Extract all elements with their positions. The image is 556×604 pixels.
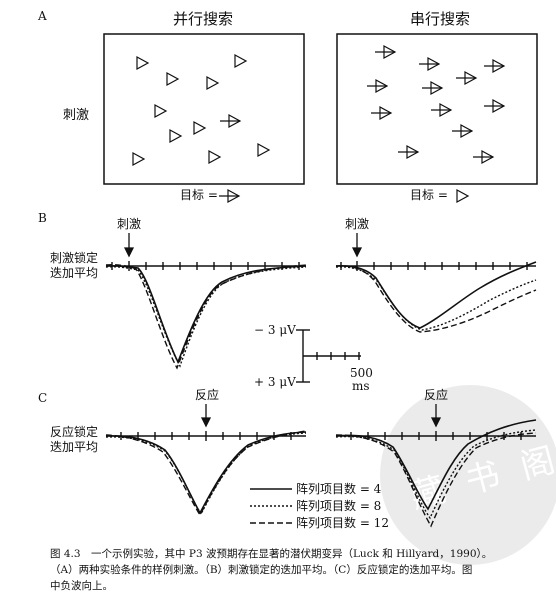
distractor-crossed-triangle: [472, 150, 494, 164]
distractor-triangle: [169, 129, 182, 143]
distractor-crossed-triangle: [366, 79, 388, 93]
distractor-crossed-triangle: [483, 59, 505, 73]
scale-top-label: − 3 μV: [254, 323, 296, 337]
stim-locked-label-1: 刺激锁定: [50, 251, 99, 265]
legend-label-12: 阵列项目数 = 12: [296, 516, 389, 530]
distractor-triangle: [257, 143, 270, 157]
title-parallel: 并行搜索: [173, 10, 234, 28]
serial-items: [366, 45, 505, 164]
caption-line-3: 中负波向上。: [50, 580, 113, 592]
waveforms-c-right: [335, 419, 537, 528]
title-serial: 串行搜索: [410, 10, 471, 28]
target-label-left: 目标 =: [180, 188, 218, 202]
distractor-crossed-triangle: [370, 106, 392, 120]
figure-caption: 图 4.3 一个示例实验，其中 P3 波预期存在显著的潜伏期变异（Luck 和 …: [50, 546, 550, 594]
distractor-crossed-triangle: [397, 145, 419, 159]
scale-bar: [296, 329, 361, 383]
stimulus-label: 刺激: [63, 108, 90, 123]
target-icon-triangle: [456, 189, 469, 203]
distractor-triangle: [136, 56, 149, 70]
response-marker-left-label: 反应: [195, 388, 220, 402]
parallel-stimulus-box: [103, 33, 305, 185]
waveforms-b-right: [335, 261, 537, 333]
waveforms-b-left: [105, 264, 307, 370]
caption-line-1: 图 4.3 一个示例实验，其中 P3 波预期存在显著的潜伏期变异（Luck 和 …: [50, 548, 493, 560]
response-marker-right-label: 反应: [424, 388, 449, 402]
caption-line-2: （A）两种实验条件的样例刺激。（B）刺激锁定的迭加平均。（C）反应锁定的迭加平均…: [50, 564, 473, 576]
parallel-items: [132, 54, 270, 166]
distractor-triangle: [208, 150, 221, 164]
distractor-crossed-triangle: [418, 57, 440, 71]
distractor-triangle: [132, 152, 145, 166]
resp-locked-label-1: 反应锁定: [50, 425, 99, 439]
scale-bottom-label: + 3 μV: [254, 375, 296, 389]
legend-samples: [250, 488, 292, 524]
panel-label-a: A: [38, 9, 47, 23]
distractor-triangle: [154, 104, 167, 118]
legend-label-8: 阵列项目数 = 8: [296, 499, 382, 513]
stimulus-marker-left-label: 刺激: [117, 217, 142, 231]
panel-label-b: B: [38, 211, 47, 225]
scale-time-value: 500: [350, 366, 373, 380]
distractor-triangle: [234, 54, 247, 68]
target-label-right: 目标 =: [410, 188, 448, 202]
distractor-triangle: [206, 76, 219, 90]
resp-locked-label-2: 迭加平均: [50, 440, 99, 454]
scale-time-unit: ms: [352, 379, 370, 393]
distractor-crossed-triangle: [451, 124, 473, 138]
stim-locked-label-2: 迭加平均: [50, 266, 99, 280]
distractor-crossed-triangle: [421, 81, 443, 95]
serial-stimulus-box: [336, 33, 538, 185]
legend-label-4: 阵列项目数 = 4: [296, 482, 382, 496]
panel-label-c: C: [38, 391, 48, 405]
waveforms-c-left: [105, 430, 307, 517]
distractor-crossed-triangle: [483, 99, 505, 113]
distractor-crossed-triangle: [455, 71, 477, 85]
distractor-crossed-triangle: [374, 45, 396, 59]
distractor-triangle: [193, 121, 206, 135]
target-crossed-triangle: [219, 114, 241, 128]
stimulus-marker-right-label: 刺激: [345, 217, 370, 231]
target-icon-crossed-triangle: [218, 189, 240, 203]
distractor-triangle: [166, 72, 179, 86]
distractor-crossed-triangle: [430, 103, 452, 117]
